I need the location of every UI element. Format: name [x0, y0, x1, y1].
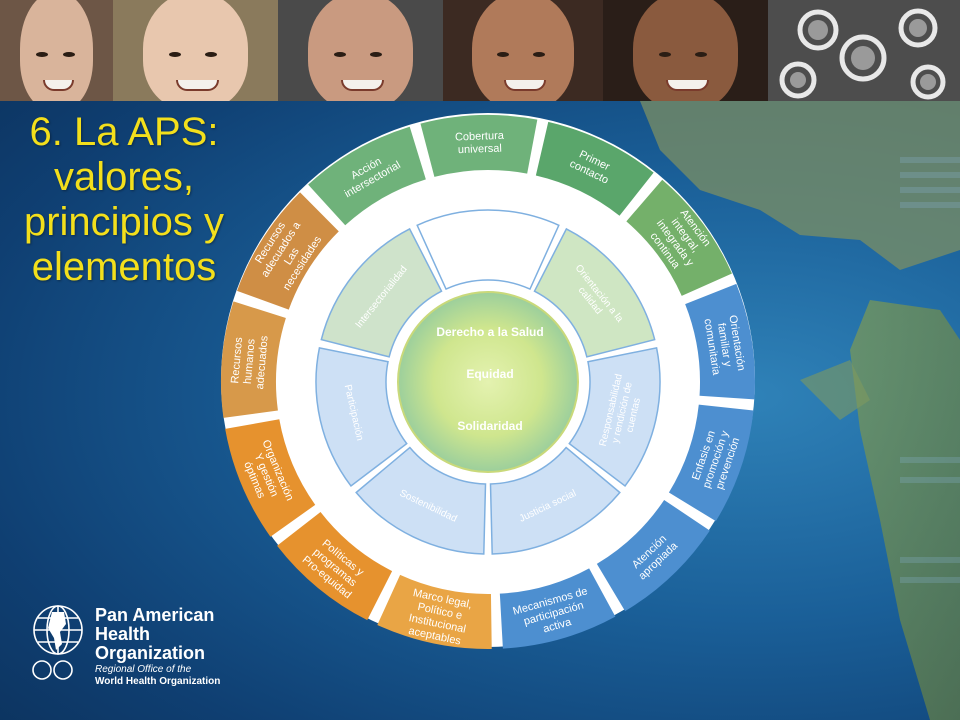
logo-sub-1: Regional Office of the — [95, 664, 192, 675]
outer-segment — [237, 192, 339, 310]
outer-segment-label: Coberturauniversal — [455, 130, 506, 156]
inner-segment — [489, 446, 621, 555]
paho-logo — [32, 605, 83, 680]
young-woman-photo — [0, 0, 113, 101]
slide-title: 6. La APS: valores, principios y element… — [23, 110, 225, 289]
outer-segment — [499, 568, 616, 649]
outer-segment — [685, 283, 755, 400]
outer-segment-label-line: Recursos — [229, 336, 245, 384]
virus-icon — [768, 0, 960, 101]
logo-line-1: Pan American — [95, 605, 215, 625]
inner-segment — [568, 346, 661, 487]
inner-segment — [416, 209, 560, 291]
inner-segment-label-line: Capacidad para — [453, 223, 524, 234]
photo-strip — [0, 0, 960, 101]
center-label-equidad: Equidad — [466, 367, 513, 381]
outer-segment — [668, 404, 754, 522]
outer-segment-label: Recursoshumanosadecuados — [229, 333, 271, 390]
inner-segment-label-line: salud — [476, 258, 500, 269]
outer-segment-label-line: adecuados — [254, 335, 271, 390]
outer-segment — [377, 574, 492, 649]
paho-logo-subtitle: Regional Office of the World Health Orga… — [95, 664, 220, 688]
outer-segment — [277, 511, 393, 621]
inner-segment — [355, 446, 487, 555]
inner-segment — [315, 346, 408, 487]
inner-segment-label: Responsabilidady rendición decuentas — [598, 373, 648, 453]
man-photo — [278, 0, 443, 101]
inner-segment — [320, 227, 443, 358]
logo-sub-2: World Health Organization — [95, 676, 221, 687]
outer-segment — [225, 419, 316, 537]
logo-line-3: Organization — [95, 643, 206, 663]
paho-logo-text: Pan American Health Organization — [95, 606, 214, 663]
center-circle — [397, 291, 579, 473]
inner-segment — [533, 227, 656, 358]
americas-map — [640, 101, 960, 720]
outer-segment — [221, 301, 286, 418]
inner-segment-label-line: responder a las — [454, 235, 523, 246]
logo-line-2: Health — [95, 624, 151, 644]
outer-segment — [535, 121, 654, 216]
outer-segment — [308, 126, 426, 226]
outer-segment — [420, 114, 538, 177]
girl-photo — [603, 0, 768, 101]
outer-segment — [626, 179, 732, 296]
woman-photo — [113, 0, 278, 101]
center-label-solidaridad: Solidaridad — [457, 419, 522, 433]
young-man-photo — [443, 0, 603, 101]
outer-segment-label-line: humanos — [242, 338, 258, 385]
virus-photo — [768, 0, 960, 101]
inner-segment-label-line: necesidades de — [453, 246, 523, 257]
center-label-derecho: Derecho a la Salud — [436, 325, 543, 339]
outer-segment-label-line: Cobertura — [455, 130, 505, 144]
outer-segment-label-line: universal — [458, 143, 502, 157]
outer-segment — [596, 499, 710, 612]
